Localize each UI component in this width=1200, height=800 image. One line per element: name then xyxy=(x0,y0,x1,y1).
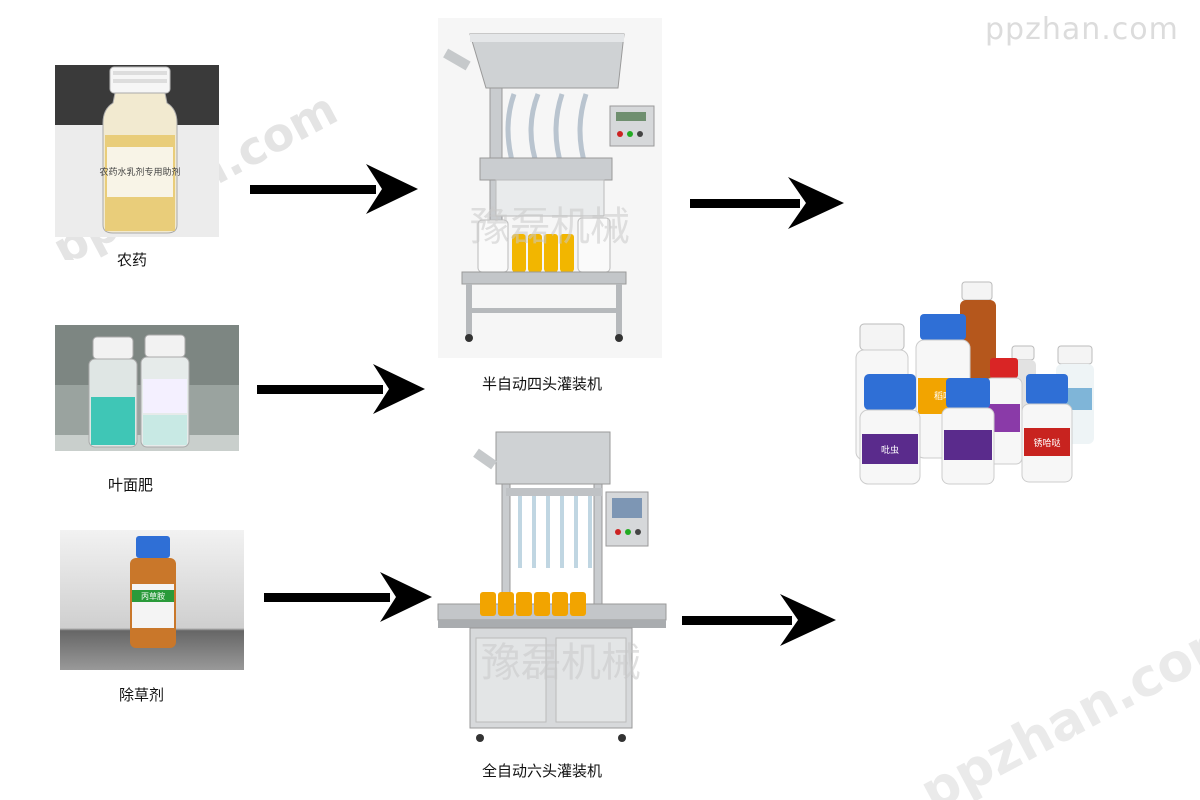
watermark-top: ppzhan.com xyxy=(985,12,1179,47)
photo-machine-four-head: 豫磊机械 xyxy=(438,18,662,358)
caption-machine-four-head: 半自动四头灌装机 xyxy=(482,375,603,393)
herbicide-bottle-label: 丙草胺 xyxy=(141,591,165,601)
photo-herbicide: 丙草胺 xyxy=(60,530,244,670)
photo-machine-six-head: 豫磊机械 xyxy=(436,428,686,750)
machine-watermark: 豫磊机械 xyxy=(470,204,630,250)
pesticide-bottle-label: 农药水乳剂专用助剂 xyxy=(99,166,180,178)
arrow-herbicide-to-machine xyxy=(264,572,432,622)
photo-foliar-fertilizer xyxy=(55,325,239,451)
caption-pesticide: 农药 xyxy=(117,251,148,269)
watermark-text: ppzhan.com xyxy=(911,604,1200,800)
caption-foliar-fertilizer: 叶面肥 xyxy=(108,476,154,494)
machine-watermark: 豫磊机械 xyxy=(481,640,641,686)
arrow-foliar-to-machine xyxy=(257,364,425,414)
photo-finished-bottles: 稻喹 吡虫 锈哈哒 xyxy=(852,278,1097,488)
photo-pesticide: 农药水乳剂专用助剂 xyxy=(55,65,219,237)
caption-herbicide: 除草剂 xyxy=(119,686,165,704)
arrow-pesticide-to-machine xyxy=(250,164,418,214)
watermark-bottom-right: ppzhan.com xyxy=(911,604,1200,800)
output-bottle-label: 吡虫 xyxy=(881,444,899,456)
caption-machine-six-head: 全自动六头灌装机 xyxy=(482,762,603,780)
output-bottle-label: 锈哈哒 xyxy=(1033,437,1060,449)
arrow-machine-four-head-to-output xyxy=(690,177,844,229)
arrow-machine-six-head-to-output xyxy=(682,594,836,646)
